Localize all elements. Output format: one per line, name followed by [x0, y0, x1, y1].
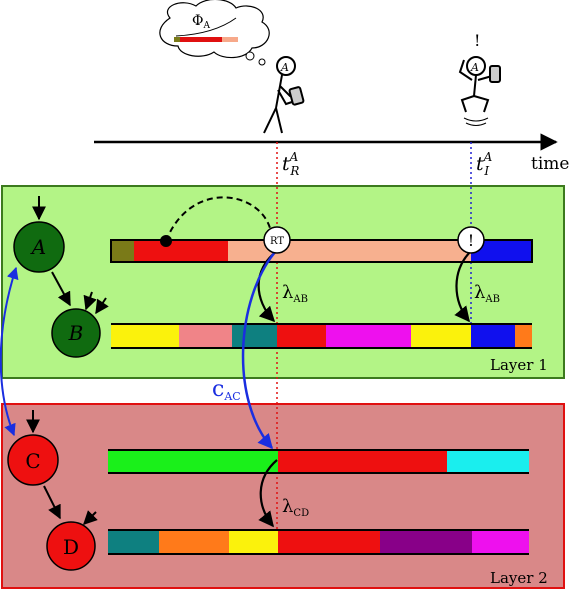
lambda-ab-right: λAB [474, 282, 500, 305]
arrow-C-D [258, 459, 278, 528]
c-ac-label: cAC [212, 377, 241, 403]
node-A [13, 221, 65, 273]
bar-D [108, 529, 529, 555]
node-A-label: A [30, 235, 46, 259]
node-D [46, 521, 96, 571]
alert-marker-label: ! [468, 231, 474, 250]
lambda-cd: λCD [282, 496, 309, 519]
node-B-label: B [68, 321, 84, 345]
bar-C [108, 449, 529, 474]
node-D-label: D [63, 535, 79, 559]
stick-figure-reading [263, 56, 305, 134]
arrow-A-B-at-ti [454, 250, 472, 323]
time-axis-label: time [531, 154, 569, 174]
layer-1-label: Layer 1 [490, 356, 548, 374]
stick-figure-alarmed [458, 56, 501, 126]
node-B [51, 308, 101, 358]
bar-A [110, 239, 533, 263]
thought-cloud: ΦA [159, 0, 270, 66]
rt-marker [263, 226, 291, 254]
arrow-A-C-cross-layer [241, 251, 276, 450]
dashed-memory-arc [165, 196, 271, 242]
reading-figure-badge: A [280, 61, 289, 74]
memory-dot [160, 235, 172, 247]
alert-marker [457, 226, 485, 254]
bar-B [111, 323, 532, 349]
link-A-C [0, 266, 19, 437]
alarmed-figure-badge: A [470, 61, 479, 74]
node-C-label: C [25, 449, 40, 473]
layer-2-label: Layer 2 [490, 569, 548, 587]
alarmed-exclaim: ! [474, 31, 480, 50]
node-C [7, 434, 59, 486]
phi-label: ΦA [192, 13, 210, 31]
layer-2-panel [1, 403, 565, 589]
rt-marker-label: RT [270, 236, 284, 247]
lambda-ab-left: λAB [282, 282, 308, 305]
